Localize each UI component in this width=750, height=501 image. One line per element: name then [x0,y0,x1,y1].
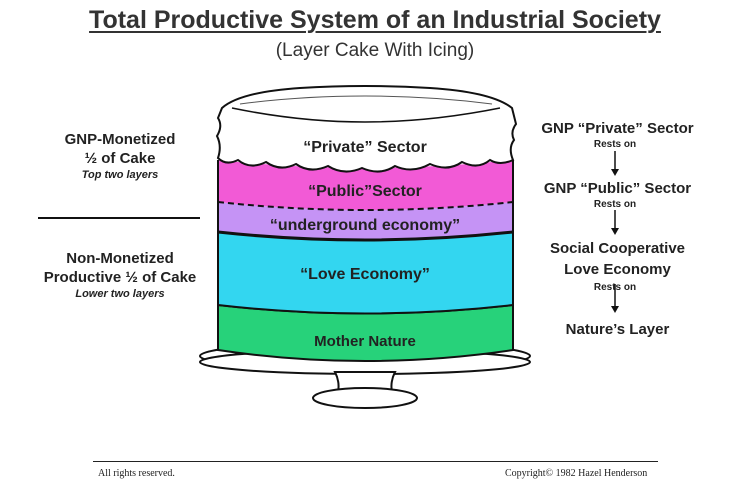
private-sector-label: “Private” Sector [303,139,427,156]
monetized-title: GNP-Monetized [64,131,176,148]
rests-on-1: Rests on [593,139,637,150]
love-economy-line: Love Economy [564,261,671,278]
gnp-private-sector: GNP “Private” Sector [541,120,694,137]
non-monetized-note: Lower two layers [75,288,165,300]
arrow-down-icon [611,151,619,176]
monetized-note: Top two layers [81,169,159,181]
footer-rule [93,461,658,462]
rests-on-2: Rests on [593,199,637,210]
monetized-half-label: GNP-Monetized ½ of Cake Top two layers [40,130,200,183]
mother-nature-label: Mother Nature [314,333,416,350]
public-sector-layer [218,160,513,210]
non-monetized-title: Non-Monetized [66,250,174,267]
arrow-down-icon [611,210,619,235]
diagram-subtitle: (Layer Cake With Icing) [275,40,475,61]
love-economy-label: “Love Economy” [300,266,430,283]
monetized-half: ½ of Cake [84,150,156,167]
footer-rights: All rights reserved. [98,468,175,479]
non-monetized-half: Productive ½ of Cake [43,269,197,286]
social-cooperative-line: Social Cooperative [549,240,686,257]
social-cooperative-love-economy: Social Cooperative Love Economy [505,238,730,280]
gnp-public-sector: GNP “Public” Sector [543,180,692,197]
footer-copyright: Copyright© 1982 Hazel Henderson [505,468,648,479]
underground-economy-label: “underground economy” [269,217,461,234]
diagram-title: Total Productive System of an Industrial… [89,6,661,34]
left-divider [38,217,200,219]
natures-layer: Nature’s Layer [565,321,670,338]
public-sector-label: “Public”Sector [308,183,422,200]
arrow-down-icon [611,284,619,313]
underground-economy-layer [218,202,513,240]
private-sector-icing [215,85,518,173]
non-monetized-half-label: Non-Monetized Productive ½ of Cake Lower… [28,249,212,302]
